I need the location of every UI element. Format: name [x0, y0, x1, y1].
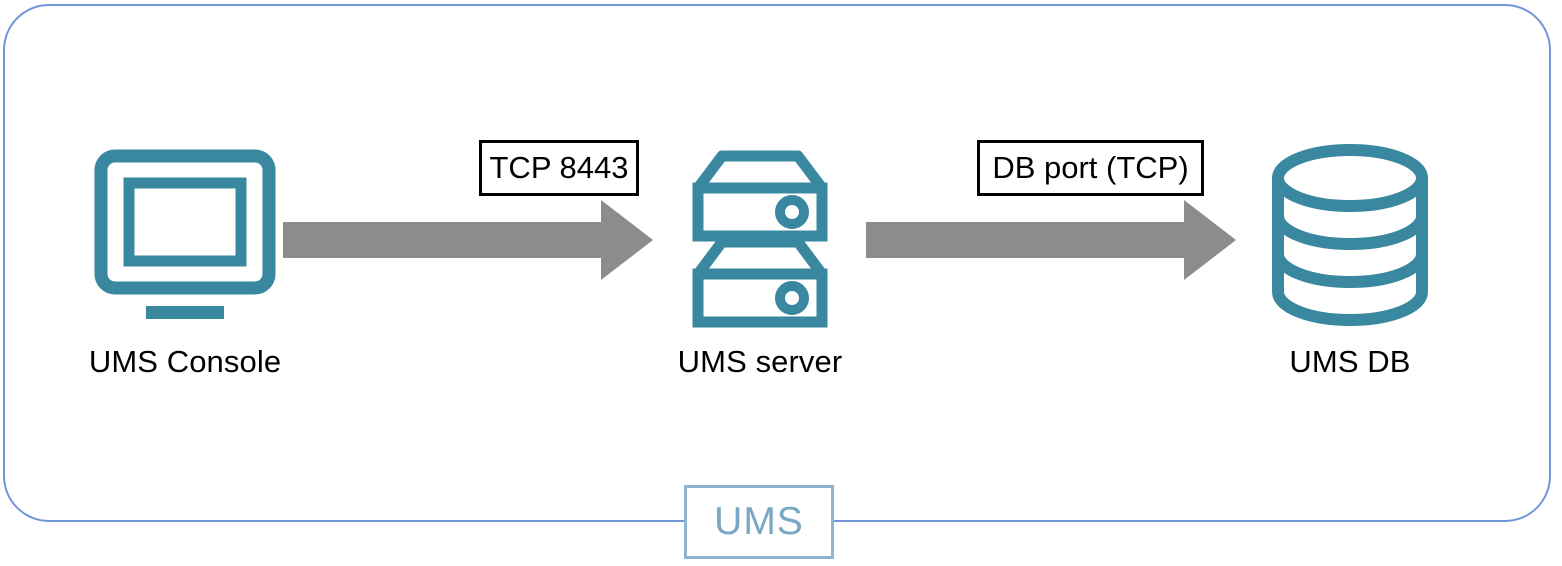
node-label-ums-db: UMS DB: [1289, 344, 1411, 379]
server-stack-icon: [692, 150, 828, 328]
arrow-server-to-db: [866, 200, 1236, 280]
port-label-db-port: DB port (TCP): [977, 140, 1204, 196]
node-ums-db[interactable]: UMS DB: [1220, 140, 1480, 380]
ums-zone-badge: UMS: [684, 485, 834, 559]
node-label-ums-server: UMS server: [677, 344, 843, 379]
port-label-tcp-8443: TCP 8443: [479, 140, 639, 196]
arrow-console-to-server: [283, 200, 653, 280]
node-label-ums-console: UMS Console: [88, 344, 282, 379]
database-cylinder-icon: [1272, 144, 1428, 326]
monitor-icon: [94, 149, 276, 319]
node-ums-server[interactable]: UMS server: [620, 140, 900, 380]
node-ums-console[interactable]: UMS Console: [40, 148, 330, 380]
